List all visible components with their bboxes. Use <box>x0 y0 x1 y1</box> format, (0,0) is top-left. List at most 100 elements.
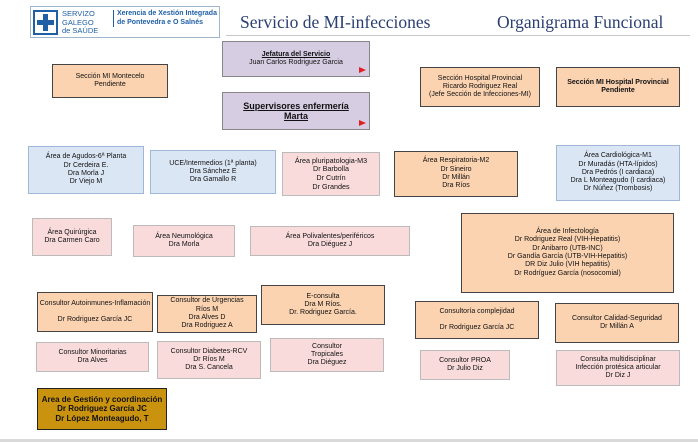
org-box-line: Dr Barbolla <box>313 164 349 174</box>
org-box-line: Dra Sánchez E <box>189 167 237 175</box>
org-box-line: Consultor Diabetes-RCV <box>170 347 248 355</box>
org-box-line: Dra Carmen Caro <box>44 237 100 244</box>
org-box-line: Juan Carlos Rodriguez Garcia <box>249 59 343 66</box>
page-title: Servicio de MI-infecciones <box>240 12 431 32</box>
org-box-line: Dra Morla J <box>67 170 105 177</box>
org-box-line: Área pluripatologia-M3 <box>294 155 368 165</box>
org-box-line: Dra Diéguez <box>307 359 347 367</box>
org-box-line: Dra Diéguez J <box>307 241 353 248</box>
org-box-line: Dra L Monteagudo (I cardiaca) <box>570 177 666 185</box>
org-box-line: Consultor Minoritarias <box>58 348 127 356</box>
org-box-line: Área Polivalentes/periféricos <box>285 232 375 240</box>
org-box-line: UCE/Intermedios (1ª planta) <box>169 159 257 167</box>
org-box-line: Consultoría complejidad <box>439 307 515 315</box>
org-box-line: Pendiente <box>94 81 126 88</box>
org-box-line: Consultor Autoinmunes-Inflamación <box>39 299 151 307</box>
red-flag-icon <box>359 120 366 126</box>
org-box-line: Dra Pedrós (I cardiaca) <box>581 168 655 176</box>
bottom-divider <box>0 439 698 442</box>
logo-line-3: de SAÚDE <box>62 26 99 35</box>
org-box-uce: UCE/Intermedios (1ª planta)Dra Sánchez E… <box>150 150 276 194</box>
org-box-line: Consultor de Urgencias <box>170 297 244 305</box>
org-box-line: Consultor Calidad-Seguridad <box>572 314 662 322</box>
org-box-line: Dr Ríos M <box>193 355 225 363</box>
org-box-line: Consultor PROA <box>439 356 491 364</box>
org-box-line: Ríos M <box>195 305 219 313</box>
org-box-line: Área Quirúrgica <box>47 228 97 236</box>
org-box-line: Dr Grandes <box>312 181 350 191</box>
org-box-line: Dr Cerdeira E. <box>63 161 109 169</box>
org-box-line: Dr Viejo M <box>69 178 103 186</box>
org-box-line: Dra M Ríos. <box>304 300 342 308</box>
org-box-line: Supervisores enfermería <box>243 100 349 111</box>
org-box-line <box>476 316 478 324</box>
logo-text: SERVIZO GALEGO de SAÚDE <box>62 9 99 36</box>
org-box-line: Area de Gestión y coordinación <box>41 394 163 404</box>
red-flag-icon <box>359 67 366 73</box>
org-box-line: Ricardo Rodriguez Real <box>442 82 518 90</box>
cross-logo-icon <box>33 10 58 35</box>
org-box-line: Área de Infectología <box>536 228 599 236</box>
org-box-line: Dr Núñez (Trombosis) <box>583 185 653 193</box>
org-box-line: Marta <box>283 111 308 121</box>
org-box-line: Dr Cutrín <box>316 173 346 182</box>
org-box-line: Dra Rodriguez A <box>181 322 233 330</box>
sergas-logo: SERVIZO GALEGO de SAÚDE Xerencia de Xest… <box>30 6 220 38</box>
org-box-line: Área Respiratoria-M2 <box>422 157 490 165</box>
org-box-autoinmunes: Consultor Autoinmunes-Inflamación Dr Rod… <box>37 292 153 332</box>
org-box-line: Jefatura del Servicio <box>261 50 331 58</box>
org-box-line: Dr Millán <box>442 174 470 181</box>
org-box-line: Dr Anibarro (UTB-INC) <box>532 244 603 252</box>
org-box-line: Dra Ríos <box>442 182 470 190</box>
org-box-line: Consultor <box>312 342 342 350</box>
org-box-line: Dr Sineiro <box>440 165 472 173</box>
org-box-line <box>94 308 96 316</box>
org-box-line: Infección protésica articular <box>575 363 661 371</box>
org-box-line: Dr Muradás (HTA-lípidos) <box>578 160 658 168</box>
org-box-line: Dr Gandía García (UTB-VIH-Hepatitis) <box>507 253 628 260</box>
org-box-line: Consulta multidisciplinar <box>580 355 656 363</box>
org-box-line: Dr López Monteagudo, T <box>55 413 149 423</box>
org-box-line: Sección MI Hospital Provincial <box>567 78 669 86</box>
org-box-line: Tropicales <box>310 350 344 358</box>
org-box-line: Sección Hospital Provincial <box>437 74 523 82</box>
org-box-complejidad: Consultoría complejidad Dr Rodriguez Gar… <box>415 301 539 339</box>
logo-sub-line-2: de Pontevedra e O Salnés <box>117 18 203 26</box>
org-box-line: DR Diz Julio (VIH hepatitis) <box>525 261 610 269</box>
org-box-line: Dr Rodriguez García JC <box>439 324 515 332</box>
org-box-line: Dr Julio Diz <box>447 365 483 372</box>
org-box-line: Pendiente <box>601 87 635 94</box>
org-box-line: Dr Rodriguez García JC <box>57 404 147 414</box>
org-box-line: Dr Rodriguez Real (VIH-Hepatitis) <box>514 236 621 244</box>
org-box-line: Área Neumológica <box>155 232 213 240</box>
org-box-line: Dr Millán A <box>600 323 634 330</box>
org-box-line: Dr Diz J <box>605 372 631 380</box>
org-box-line: Área de Agudos-6ª Planta <box>45 153 127 161</box>
org-box-line: Área Cardiológica-M1 <box>584 152 652 160</box>
title-divider <box>226 35 690 36</box>
org-box-line: Dra Alves <box>77 357 108 364</box>
org-box-line: Dra S. Cancela <box>185 364 233 372</box>
org-box-line: Sección MI Montecelo <box>75 72 145 80</box>
